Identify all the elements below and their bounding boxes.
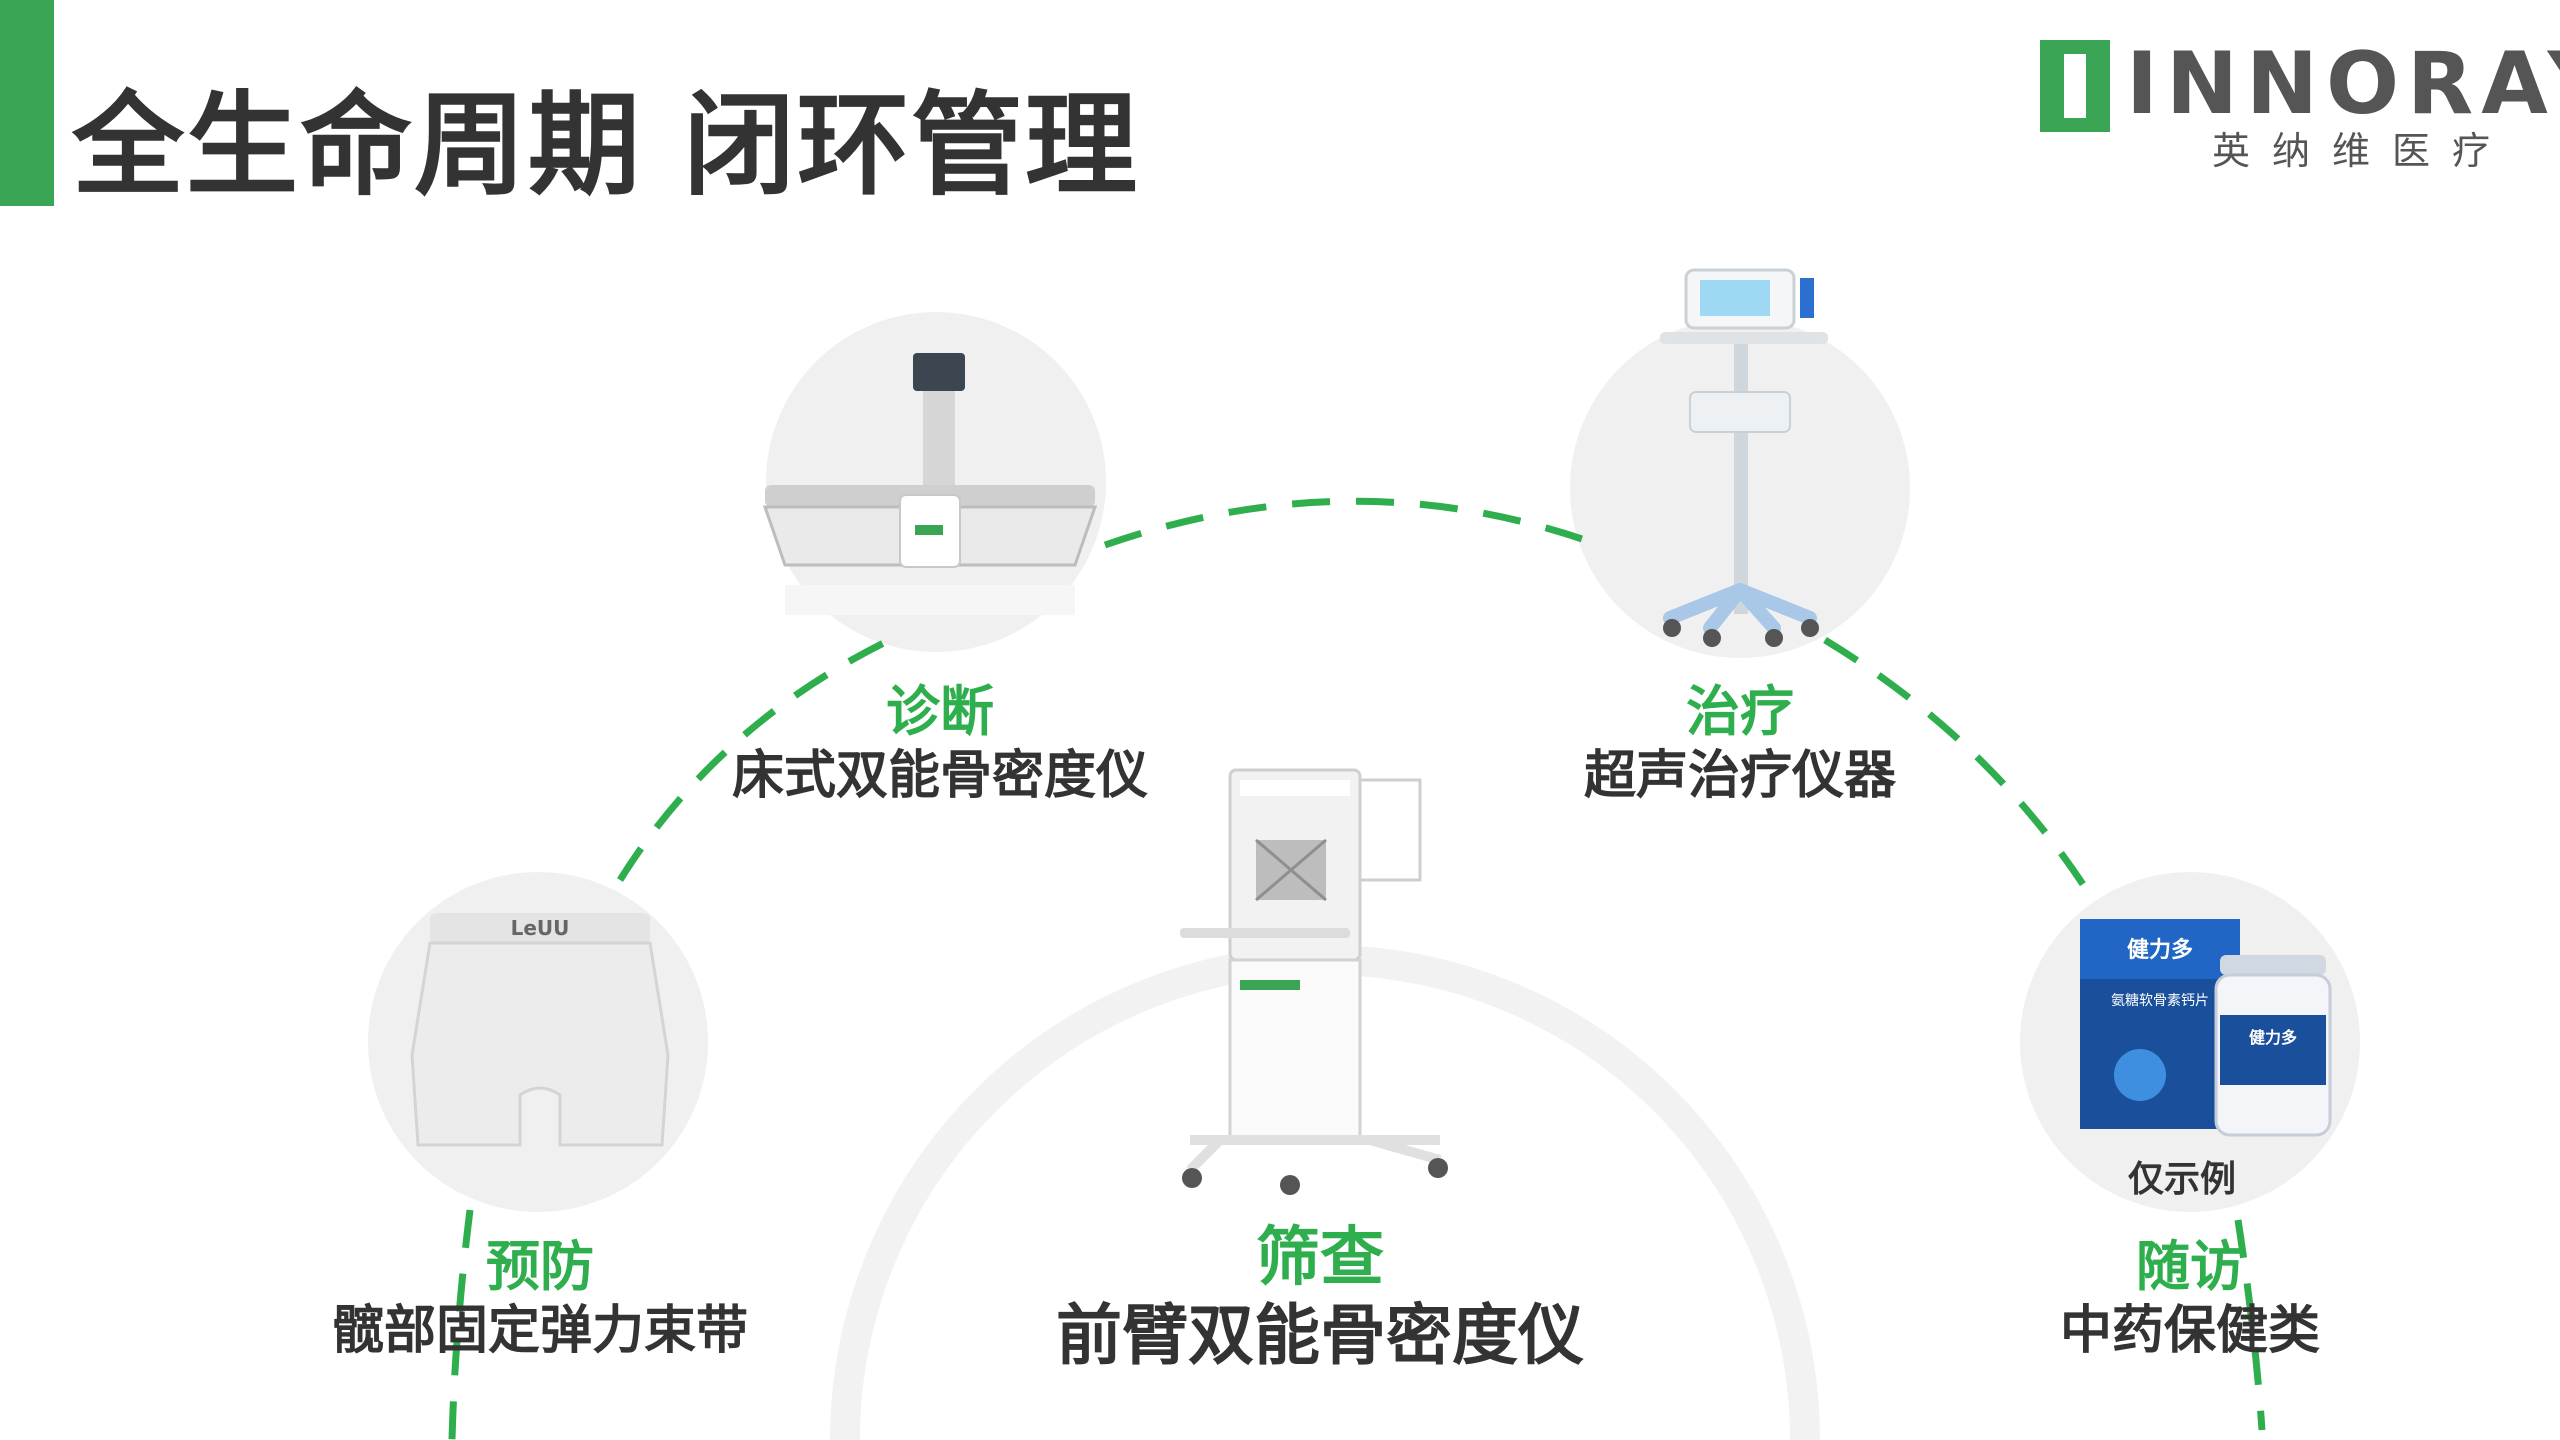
loop-arc-bottom-right	[2234, 1219, 2266, 1431]
loop-arc-top	[1103, 497, 1587, 549]
treatment-stage-label: 治疗	[1686, 680, 1794, 743]
treatment-product-label: 超声治疗仪器	[1583, 746, 1896, 806]
logo-wordmark: INNORAY	[2126, 34, 2560, 134]
belt-brand-label: LeUU	[511, 916, 570, 940]
screening-product-label: 前臂双能骨密度仪	[1056, 1297, 1584, 1374]
followup-node: 随访 中药保健类	[2000, 1235, 2380, 1363]
example-only-note: 仅示例	[2128, 1159, 2237, 1200]
forearm-densitometer-image	[1180, 768, 1448, 1195]
ultrasound-cart-image	[1660, 268, 1828, 647]
screening-stage-label: 筛查	[1256, 1221, 1384, 1295]
bottle-brand-label: 健力多	[2249, 1028, 2297, 1047]
supplement-image: 健力多 氨糖软骨素钙片 健力多	[2080, 919, 2332, 1137]
loop-arc-right	[1823, 637, 2093, 897]
box-product-label: 氨糖软骨素钙片	[2111, 993, 2209, 1009]
accent-bar	[0, 0, 54, 206]
diagnosis-stage-label: 诊断	[886, 680, 994, 743]
bed-densitometer-image	[762, 353, 1098, 615]
logo-mark-icon	[2040, 40, 2110, 132]
followup-stage-label: 随访	[2136, 1235, 2244, 1298]
hip-belt-image: LeUU	[410, 913, 670, 1147]
prevention-node: 预防 髋部固定弹力束带	[290, 1235, 790, 1363]
screening-node: 筛查 前臂双能骨密度仪	[1000, 1220, 1640, 1376]
followup-product-label: 中药保健类	[2059, 1301, 2320, 1361]
treatment-node: 治疗 超声治疗仪器	[1510, 680, 1970, 808]
logo-chinese-name: 英纳维医疗	[2212, 129, 2513, 173]
company-logo: INNORAY 英纳维医疗	[2040, 34, 2560, 174]
box-brand-label: 健力多	[2127, 937, 2193, 963]
diagnosis-node: 诊断 床式双能骨密度仪	[700, 680, 1180, 808]
loop-arc-bottom-left	[448, 1209, 474, 1440]
page-title: 全生命周期 闭环管理	[72, 81, 1139, 211]
prevention-stage-label: 预防	[486, 1235, 594, 1298]
diagnosis-product-label: 床式双能骨密度仪	[731, 746, 1148, 806]
prevention-product-label: 髋部固定弹力束带	[331, 1301, 748, 1361]
loop-arc-left	[617, 631, 902, 882]
